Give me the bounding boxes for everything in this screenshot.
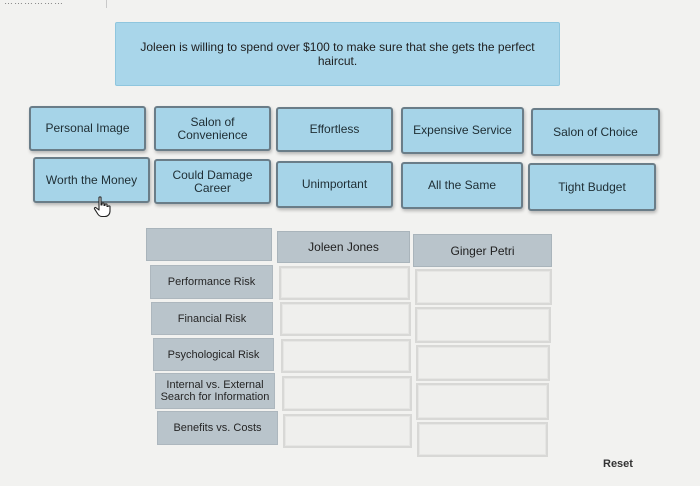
scenario-prompt: Joleen is willing to spend over $100 to … [115, 22, 560, 86]
tile-salon-of-choice[interactable]: Salon of Choice [531, 108, 660, 156]
drop-cell-ginger-benefits[interactable] [417, 422, 548, 457]
tile-worth-the-money[interactable]: Worth the Money [33, 157, 150, 203]
top-text-fragment: ……………… [4, 0, 64, 6]
scenario-prompt-text: Joleen is willing to spend over $100 to … [140, 40, 535, 68]
tile-salon-of-convenience[interactable]: Salon of Convenience [154, 106, 271, 151]
tile-unimportant[interactable]: Unimportant [276, 161, 393, 208]
table-header-blank [146, 228, 272, 261]
row-label-performance-risk: Performance Risk [150, 265, 273, 299]
row-label-benefits-vs-costs: Benefits vs. Costs [157, 411, 278, 445]
drop-cell-ginger-search[interactable] [416, 383, 549, 420]
reset-button[interactable]: Reset [603, 458, 633, 470]
drop-cell-ginger-financial[interactable] [415, 307, 551, 343]
tile-could-damage-career[interactable]: Could Damage Career [154, 159, 271, 204]
row-label-psychological-risk: Psychological Risk [153, 338, 274, 371]
drop-cell-joleen-performance[interactable] [279, 266, 410, 300]
drop-cell-ginger-psychological[interactable] [416, 345, 550, 381]
drop-cell-ginger-performance[interactable] [415, 269, 552, 305]
drop-cell-joleen-benefits[interactable] [283, 414, 412, 448]
top-divider [106, 0, 107, 8]
tile-effortless[interactable]: Effortless [276, 107, 393, 152]
tile-expensive-service[interactable]: Expensive Service [401, 107, 524, 154]
tile-all-the-same[interactable]: All the Same [401, 162, 523, 209]
table-header-joleen-jones: Joleen Jones [277, 231, 410, 263]
drop-cell-joleen-psychological[interactable] [281, 339, 411, 373]
row-label-internal-external-search: Internal vs. External Search for Informa… [155, 373, 275, 409]
drop-cell-joleen-search[interactable] [282, 376, 412, 411]
hand-pointer-icon [93, 196, 111, 218]
tile-personal-image[interactable]: Personal Image [29, 106, 146, 151]
drop-cell-joleen-financial[interactable] [280, 302, 411, 336]
top-bar: ……………… [0, 0, 700, 10]
tile-tight-budget[interactable]: Tight Budget [528, 163, 656, 211]
row-label-financial-risk: Financial Risk [151, 302, 273, 335]
table-header-ginger-petri: Ginger Petri [413, 234, 552, 267]
